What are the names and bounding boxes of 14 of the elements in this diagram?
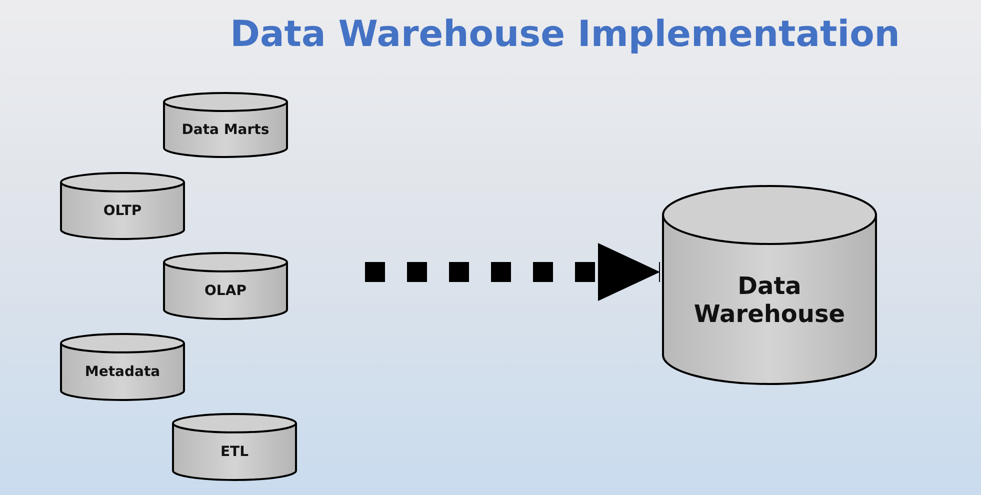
arrow xyxy=(365,243,660,301)
node-label: Data Marts xyxy=(180,122,270,138)
database-cylinder xyxy=(163,252,288,320)
node-label: Data Warehouse xyxy=(692,272,846,328)
node-label: Metadata xyxy=(84,364,162,380)
database-cylinder xyxy=(60,172,185,240)
database-cylinder xyxy=(662,185,877,385)
node-label: OLAP xyxy=(204,283,248,300)
node-label: ETL xyxy=(219,444,250,460)
database-cylinder xyxy=(163,92,288,158)
title: Data Warehouse Implementation xyxy=(229,14,901,55)
node-label: OLTP xyxy=(102,203,143,220)
database-cylinder xyxy=(60,333,185,401)
database-cylinder xyxy=(172,413,297,481)
